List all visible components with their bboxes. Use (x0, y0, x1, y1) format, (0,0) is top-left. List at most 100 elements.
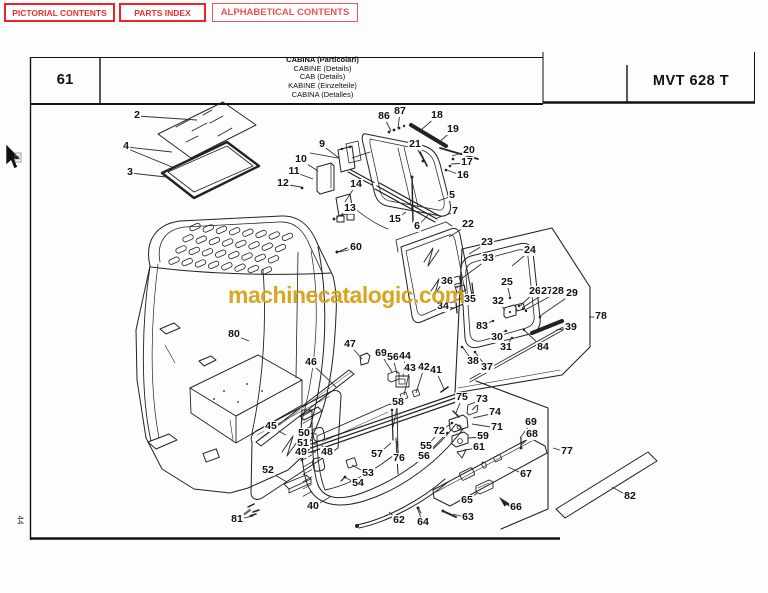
part-callout-59: 59 (476, 429, 490, 442)
margin-marker-icon (14, 152, 22, 163)
part-callout-7: 7 (451, 204, 459, 217)
part-callout-77: 77 (560, 444, 574, 457)
title-line: CAB (Details) (299, 72, 346, 82)
watermark: machinecatalogic.com (228, 282, 465, 308)
part-callout-84: 84 (536, 340, 550, 353)
part-callout-69: 69 (374, 346, 388, 359)
part-callout-35: 35 (463, 292, 477, 305)
part-callout-22: 22 (461, 217, 475, 230)
diagram-linework (127, 101, 658, 530)
part-callout-73: 73 (475, 392, 489, 405)
part-callout-39: 39 (564, 320, 578, 333)
part-callout-62: 62 (392, 513, 406, 526)
part-callout-47: 47 (343, 337, 357, 350)
part-callout-12: 12 (276, 176, 290, 189)
part-callout-61: 61 (472, 440, 486, 453)
part-callout-44: 44 (398, 349, 412, 362)
part-callout-76: 76 (392, 451, 406, 464)
part-callout-41: 41 (429, 363, 443, 376)
part-callout-24: 24 (523, 243, 537, 256)
part-callout-11: 11 (287, 164, 301, 177)
part-callout-64: 64 (416, 515, 430, 528)
part-callout-53: 53 (361, 466, 375, 479)
part-callout-78: 78 (594, 309, 608, 322)
part-callout-15: 15 (388, 212, 402, 225)
part-callout-56: 56 (386, 350, 400, 363)
part-callout-28: 28 (551, 284, 565, 297)
part-callout-30: 30 (490, 330, 504, 343)
part-callout-4: 4 (122, 139, 130, 152)
part-callout-29: 29 (565, 286, 579, 299)
part-callout-34: 34 (436, 299, 450, 312)
part-callout-46: 46 (304, 355, 318, 368)
part-callout-25: 25 (500, 275, 514, 288)
part-callout-32: 32 (491, 294, 505, 307)
part-callout-55: 55 (419, 439, 433, 452)
part-callout-20: 20 (462, 143, 476, 156)
part-callout-65: 65 (460, 493, 474, 506)
part-callout-17: 17 (460, 155, 474, 168)
part-callout-50: 50 (297, 426, 311, 439)
part-callout-3: 3 (126, 165, 134, 178)
roof-vent-slots (168, 222, 294, 275)
part-callout-14: 14 (349, 177, 363, 190)
part-callout-54: 54 (351, 476, 365, 489)
part-callout-13: 13 (343, 201, 357, 214)
pictorial-contents-button[interactable]: PICTORIAL CONTENTS (4, 3, 115, 22)
page-number: 61 (56, 71, 74, 88)
part-callout-66: 66 (509, 500, 523, 513)
part-callout-82: 82 (623, 489, 637, 502)
part-callout-51: 51 (296, 436, 310, 449)
part-callout-86: 86 (377, 109, 391, 122)
part-callout-74: 74 (488, 405, 502, 418)
part-callout-43: 43 (403, 361, 417, 374)
part-callout-10: 10 (294, 152, 308, 165)
title-line: CABINA (Detalles) (291, 89, 354, 99)
part-callout-63: 63 (461, 510, 475, 523)
part-callout-5: 5 (448, 188, 456, 201)
part-callout-23: 23 (480, 235, 494, 248)
part-callout-60: 60 (349, 240, 363, 253)
part-callout-33: 33 (481, 251, 495, 264)
part-callout-83: 83 (475, 319, 489, 332)
part-callout-19: 19 (446, 122, 460, 135)
part-callout-21: 21 (408, 137, 422, 150)
part-callout-87: 87 (393, 104, 407, 117)
part-callout-26: 26 (528, 284, 542, 297)
part-callout-52: 52 (261, 463, 275, 476)
part-callout-69: 69 (524, 415, 538, 428)
title-line: CABINA (Particolari) (286, 55, 359, 64)
part-callout-68: 68 (525, 427, 539, 440)
model-code: MVT 628 T (652, 73, 730, 89)
alphabetical-contents-button[interactable]: ALPHABETICAL CONTENTS (212, 3, 358, 22)
part-callout-36: 36 (440, 274, 454, 287)
part-callout-45: 45 (264, 419, 278, 432)
part-callout-58: 58 (391, 395, 405, 408)
part-callout-31: 31 (499, 340, 513, 353)
part-callout-40: 40 (306, 499, 320, 512)
part-callout-16: 16 (456, 168, 470, 181)
rotated-page-number: 44 (15, 515, 25, 525)
toolbar: PICTORIAL CONTENTS PARTS INDEX ALPHABETI… (0, 0, 768, 26)
part-callout-9: 9 (318, 137, 326, 150)
part-callout-42: 42 (417, 360, 431, 373)
part-callout-27: 27 (540, 284, 554, 297)
parts-index-button[interactable]: PARTS INDEX (119, 3, 206, 22)
page-border (29, 52, 755, 540)
part-callout-67: 67 (519, 467, 533, 480)
part-callout-72: 72 (432, 424, 446, 437)
page-title-block: CABINA (Particolari) CABINE (Details) CA… (240, 55, 405, 100)
part-callout-18: 18 (430, 108, 444, 121)
part-callout-80: 80 (227, 327, 241, 340)
part-callout-2: 2 (133, 108, 141, 121)
part-callout-71: 71 (490, 420, 504, 433)
title-line: CABINE (Details) (293, 63, 352, 73)
part-callout-56: 56 (417, 449, 431, 462)
part-callout-49: 49 (294, 445, 308, 458)
part-callout-38: 38 (466, 354, 480, 367)
title-line: KABINE (Einzelteile) (288, 81, 357, 91)
part-callout-81: 81 (230, 512, 244, 525)
part-callout-6: 6 (413, 219, 421, 232)
